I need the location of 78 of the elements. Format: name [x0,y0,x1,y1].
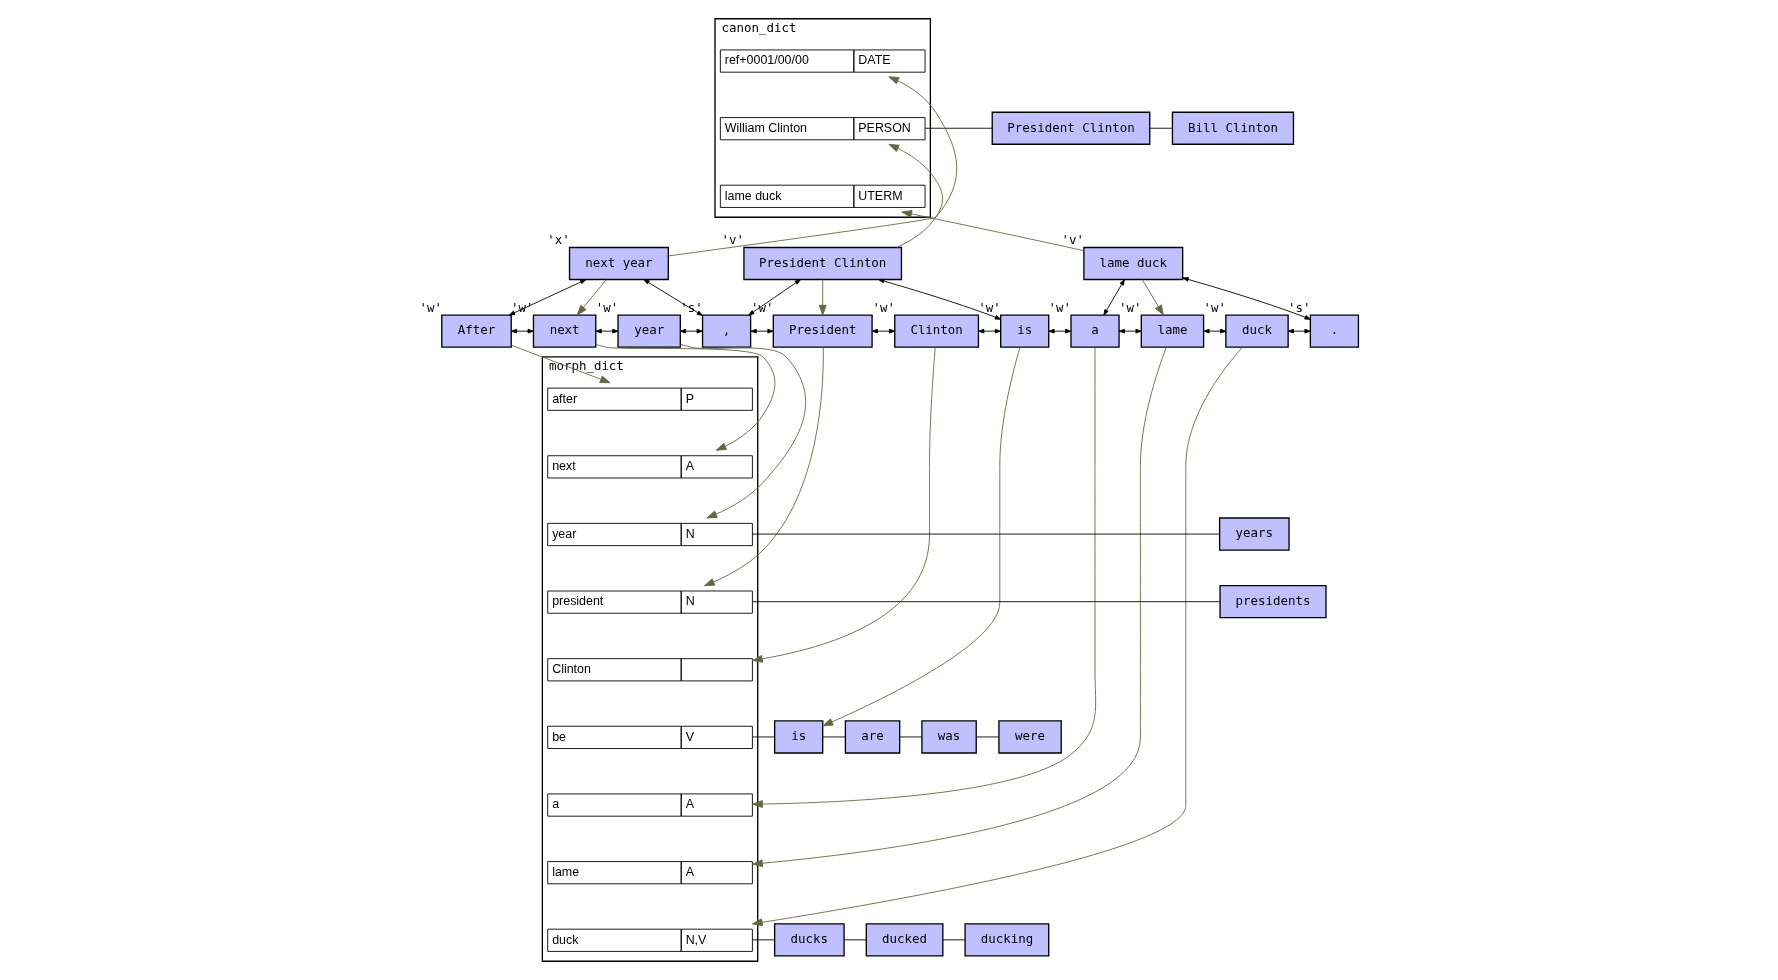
node-box: , [701,314,752,348]
connector [751,939,775,941]
arrow [1203,328,1227,334]
arrow [595,343,776,451]
arrow [822,347,1021,727]
arrow [752,346,936,663]
node-label: 'w' [872,299,895,315]
arrow [595,328,619,334]
connector [752,736,775,738]
arrow [1141,279,1164,316]
arrow [680,343,807,519]
node-box: a [1070,314,1120,348]
arrow [1287,328,1311,334]
arrow [679,328,703,334]
node-label: 'v' [721,232,745,248]
arrow [750,328,774,334]
arrow [704,347,824,587]
node-box: presidents [1219,585,1327,619]
node-box: next [532,314,597,348]
node-box: is [1000,314,1050,348]
arrow [1048,328,1072,334]
arrow [878,278,1002,320]
node-box: Clinton [894,314,980,348]
arrow [752,346,1167,868]
arrow [888,143,944,248]
node-box: next year [568,246,669,281]
node-box: year [617,314,681,348]
arrow [667,76,958,257]
node-label: 'w' [978,299,1001,315]
node-box: years [1218,517,1290,551]
arrow [1182,277,1311,320]
connector [924,127,993,129]
arrow [818,279,827,316]
arrow [1118,328,1142,334]
connector [975,736,999,738]
arrow [978,328,1002,334]
arrow [752,346,1097,808]
arrow [510,328,534,334]
node-label: 's' [1288,299,1311,315]
node-box: . [1309,314,1360,348]
node-label: 'v' [1061,232,1085,248]
node-box: Bill Clinton [1171,111,1295,145]
node-box: After [441,314,512,348]
connector [843,939,867,941]
node-box: ducks [773,923,845,957]
arrow [508,279,587,316]
node-box: ducked [865,923,944,957]
arrow [1103,279,1125,316]
node-label: 'x' [547,232,570,248]
arrow [576,279,607,316]
node-box: is [773,720,824,754]
node-box: was [921,720,977,754]
node-label: 'w' [1203,299,1226,315]
arrow [901,210,1085,252]
node-label: 'w' [1118,299,1142,315]
node-box: ducking [964,923,1050,957]
node-box: lame duck [1083,246,1184,281]
node-box: President Clinton [991,111,1151,145]
connector [942,939,966,941]
arrow [511,344,611,384]
arrow [643,279,703,316]
node-label: 'w' [595,299,619,315]
connector [1149,127,1173,129]
node-box: duck [1225,314,1289,348]
node-box: were [998,720,1062,754]
node-box: lame [1140,314,1205,348]
node-label: 'w' [1048,299,1072,315]
node-label: 'w' [419,299,442,315]
arrow [871,328,896,334]
connector [752,601,1221,603]
node-box: President Clinton [743,246,903,281]
node-label: 'w' [511,299,534,315]
node-box: are [844,720,901,754]
arrow [751,347,1243,927]
connector [899,736,923,738]
connector [752,533,1220,535]
connector [822,736,846,738]
node-box: President [772,314,873,348]
